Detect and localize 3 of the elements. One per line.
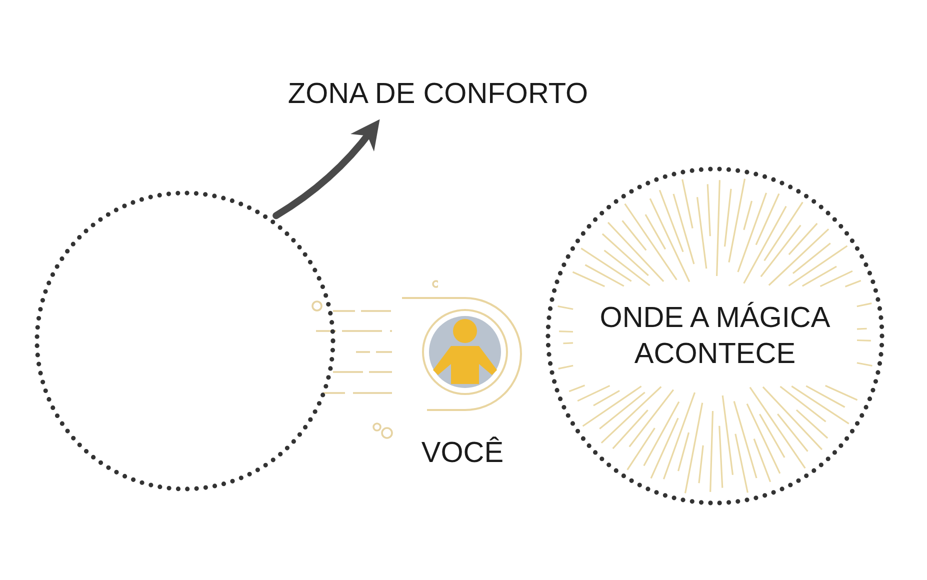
circle-label: ONDE A MÁGICA ACONTECE [598, 300, 832, 372]
person-label: VOCÊ [421, 436, 504, 471]
heading-label: ZONA DE CONFORTO [288, 76, 588, 112]
